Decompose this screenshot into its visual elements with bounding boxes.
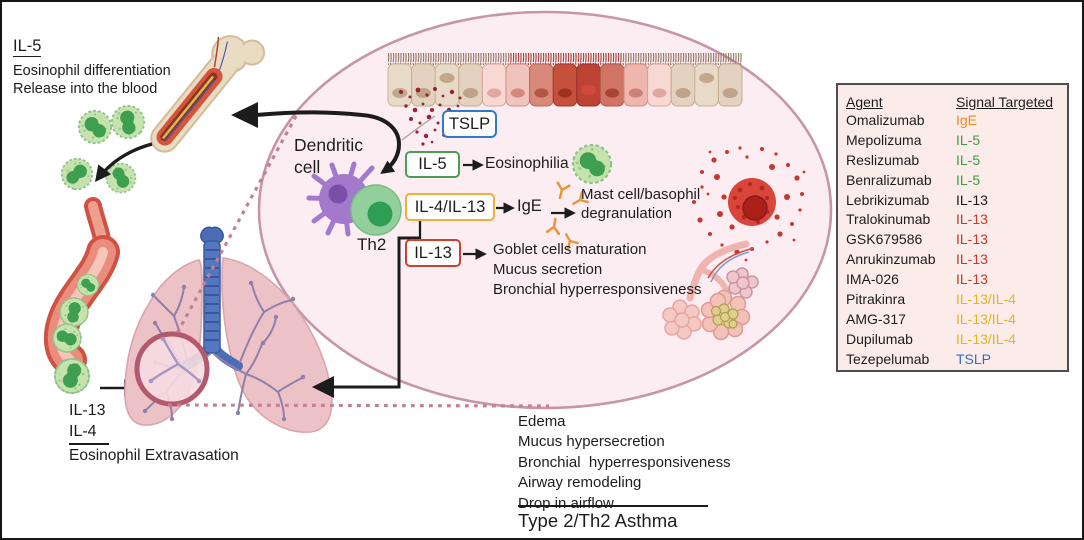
agent-name: IMA-026 — [846, 271, 899, 288]
agent-name: Lebrikizumab — [846, 191, 930, 208]
agent-name: Mepolizuma — [846, 131, 922, 148]
il13-box: IL-13 — [405, 239, 461, 267]
magnifier-circle — [134, 331, 210, 407]
th2-cell-illustration — [350, 184, 402, 236]
eosinophilia-cell — [571, 143, 613, 185]
il5-box: IL-5 — [405, 151, 460, 178]
symptom-line: Airway remodeling — [518, 474, 642, 492]
table-row: Benralizumab IL-5 — [838, 171, 1067, 191]
dotted-connector — [167, 115, 550, 408]
agents-table-body: Omalizumab IgE Mepolizuma IL-5 Reslizuma… — [838, 111, 1067, 370]
signal-targeted: IL-13 — [956, 251, 988, 268]
il13-effect-line: Goblet cells maturation — [493, 241, 647, 258]
table-row: Tralokinumab IL-13 — [838, 210, 1067, 230]
table-row: Anrukinzumab IL-13 — [838, 250, 1067, 270]
signal-targeted: IL-5 — [956, 171, 981, 188]
table-row: IMA-026 IL-13 — [838, 270, 1067, 290]
table-row: Dupilumab IL-13/IL-4 — [838, 330, 1067, 350]
lungs-illustration — [124, 226, 333, 433]
agents-table-header: Agent Signal Targeted — [838, 85, 1067, 111]
signal-targeted: IL-5 — [956, 131, 981, 148]
signal-targeted: IL-13 — [956, 211, 988, 228]
table-row: AMG-317 IL-13/IL-4 — [838, 310, 1067, 330]
arrow-th2-to-lungs — [326, 236, 420, 389]
signal-column-header: Signal Targeted — [956, 94, 1054, 110]
agent-column-header: Agent — [846, 94, 883, 110]
extravasation-il4-label: IL-4 — [69, 423, 97, 440]
extravasation-il13-label: IL-13 — [69, 402, 106, 419]
symptom-line: Edema — [518, 413, 566, 430]
mast-line: Mast cell/basophil — [581, 186, 701, 203]
signal-targeted: TSLP — [956, 350, 992, 367]
agents-table: Agent Signal Targeted Omalizumab IgE Mep… — [836, 83, 1069, 372]
agent-name: GSK679586 — [846, 231, 923, 248]
symptom-line: Bronchial hyperresponsiveness — [518, 453, 731, 471]
pathway-arrows — [255, 110, 576, 389]
table-row: Mepolizuma IL-5 — [838, 131, 1067, 151]
blood-vessel-illustration — [43, 197, 120, 399]
agent-name: Anrukinzumab — [846, 251, 936, 268]
signal-targeted: IL-13 — [956, 271, 988, 288]
agent-name: Tezepelumab — [846, 350, 930, 367]
agent-name: Reslizumab — [846, 151, 920, 168]
signal-targeted: IgE — [956, 112, 978, 128]
table-row: GSK679586 IL-13 — [838, 230, 1067, 250]
eosinophil-differentiation-label: Eosinophil differentiation — [13, 63, 171, 79]
agent-name: Omalizumab — [846, 112, 925, 128]
il13-effect-line: Mucus secretion — [493, 261, 603, 278]
eosinophil-extravasation-label: Eosinophil Extravasation — [69, 447, 239, 464]
signal-targeted: IL-13 — [956, 191, 988, 208]
arrow-release-into-blood — [95, 142, 153, 182]
agent-name: Tralokinumab — [846, 211, 931, 228]
eosinophilia-label: Eosinophilia — [485, 155, 569, 172]
symptom-line: Mucus hypersecretion — [518, 433, 665, 451]
type2-asthma-title: Type 2/Th2 Asthma — [518, 510, 678, 531]
bronchial-tree-tips — [142, 280, 306, 422]
agent-name: Dupilumab — [846, 330, 913, 347]
ige-label: IgE — [517, 197, 542, 215]
signal-targeted: IL-13 — [956, 231, 988, 248]
symptom-line: Drop in airflow — [518, 494, 614, 512]
dendritic-cell-label: Dendritic cell — [294, 135, 364, 177]
table-row: Reslizumab IL-5 — [838, 151, 1067, 171]
mast-cell-illustration — [692, 146, 806, 262]
agent-name: AMG-317 — [846, 310, 906, 327]
arrowhead-to-bone — [231, 102, 258, 128]
table-row: Tezepelumab TSLP — [838, 350, 1067, 370]
epithelium-illustration — [387, 53, 743, 107]
arrowhead-to-lungs — [312, 376, 334, 398]
alveoli-illustration — [662, 240, 759, 341]
release-into-blood-label: Release into the blood — [13, 81, 158, 97]
signal-targeted: IL-13/IL-4 — [956, 330, 1016, 347]
agent-name: Benralizumab — [846, 171, 932, 188]
bone-marrow-illustration — [150, 35, 266, 153]
mast-line: degranulation — [581, 204, 672, 222]
signal-targeted: IL-13/IL-4 — [956, 310, 1016, 327]
tslp-box: TSLP — [442, 110, 497, 138]
extravasation-underline — [69, 443, 109, 445]
summary-divider — [518, 505, 708, 507]
il4-il13-box: IL-4/IL-13 — [405, 193, 495, 221]
il5-release-heading: IL-5 — [13, 37, 42, 57]
signal-targeted: IL-13/IL-4 — [956, 291, 1016, 308]
table-row: Lebrikizumab IL-13 — [838, 191, 1067, 211]
table-row: Omalizumab IgE — [838, 111, 1067, 131]
il5-release-title: IL-5 — [13, 37, 42, 57]
il13-effect-line: Bronchial hyperresponsiveness — [493, 281, 702, 298]
signal-targeted: IL-5 — [956, 151, 981, 168]
arrow-tslp-to-dendritic — [255, 110, 402, 174]
table-row: Pitrakinra IL-13/IL-4 — [838, 290, 1067, 310]
agent-name: Pitrakinra — [846, 291, 906, 308]
th2-label: Th2 — [357, 235, 387, 254]
